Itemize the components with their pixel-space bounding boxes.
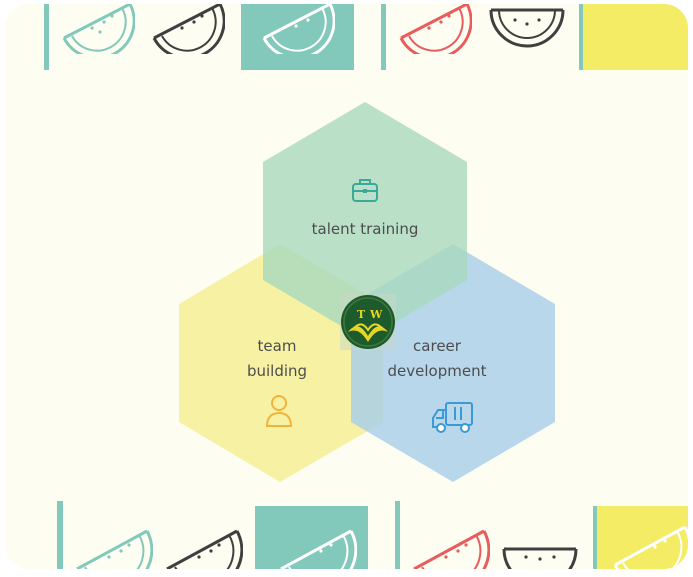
truck-icon xyxy=(429,400,477,440)
logo-letter-w: W xyxy=(369,308,383,321)
node-label-team-building: team building xyxy=(227,334,327,384)
logo-badge-icon: T W xyxy=(338,292,398,356)
top-decor-strip xyxy=(5,4,688,74)
node-label-talent-training: talent training xyxy=(275,217,455,242)
person-icon xyxy=(263,393,295,433)
bottom-decor-strip xyxy=(5,501,688,569)
watermelon-slice-icon xyxy=(150,4,225,54)
watermelon-slice-icon xyxy=(60,4,135,54)
watermelon-slice-icon xyxy=(611,515,688,569)
watermelon-slice-icon xyxy=(260,4,335,54)
hexagon-talent-training xyxy=(263,102,467,340)
diagram-card: talent training team building career dev… xyxy=(5,4,688,569)
label-line: career xyxy=(413,337,461,355)
watermelon-slice-icon xyxy=(73,519,153,569)
briefcase-icon xyxy=(350,176,380,208)
watermelon-slice-icon xyxy=(487,4,567,54)
label-line: team xyxy=(257,337,297,355)
hexagon-diagram xyxy=(179,102,555,482)
watermelon-slice-icon xyxy=(500,545,580,569)
label-line: development xyxy=(387,362,487,380)
watermelon-slice-icon xyxy=(410,519,490,569)
node-label-career-development: career development xyxy=(377,334,497,384)
logo-letter-t: T xyxy=(357,308,366,321)
label-line: talent training xyxy=(311,220,419,238)
watermelon-slice-icon xyxy=(163,519,243,569)
watermelon-slice-icon xyxy=(277,519,357,569)
watermelon-slice-icon xyxy=(397,4,472,54)
label-line: building xyxy=(246,362,308,380)
